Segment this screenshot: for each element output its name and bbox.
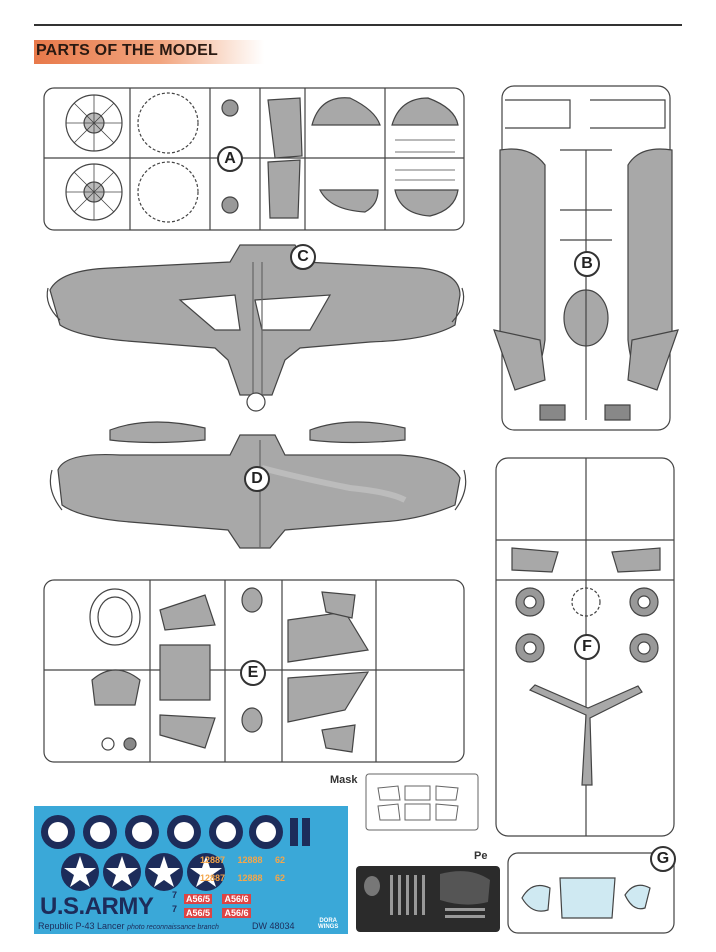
top-rule — [34, 24, 682, 26]
sprue-d-label: D — [244, 466, 270, 492]
decal-army-text: U.S.ARMY — [40, 893, 154, 920]
sprue-g — [507, 852, 675, 934]
pe-fret — [356, 866, 500, 932]
sprue-e — [43, 579, 465, 763]
decal-product-code: DW 48034 — [252, 921, 295, 931]
sprue-f-label: F — [574, 634, 600, 660]
decal-orange-codes-2: 12887 12888 62 — [200, 868, 285, 886]
section-title: PARTS OF THE MODEL — [36, 42, 218, 59]
sprue-a — [43, 87, 465, 231]
sprue-e-label: E — [240, 660, 266, 686]
sprue-c-label: C — [290, 244, 316, 270]
decal-serials-1: A56/5 A56/6 — [184, 889, 251, 907]
decal-orange-code: 12888 — [237, 873, 263, 883]
decal-caption-main: Republic P-43 Lancer — [38, 921, 125, 931]
mask-sheet — [365, 773, 479, 831]
sprue-b — [493, 85, 679, 431]
decal-orange-codes: 12887 12888 62 — [200, 850, 285, 868]
decal-orange-code: 12887 — [200, 873, 226, 883]
decal-caption-sub: photo reconnaissance branch — [127, 924, 219, 931]
sprue-c — [46, 244, 465, 412]
brand-line-1: DORA — [319, 918, 337, 924]
sprue-f — [495, 457, 675, 837]
sprue-a-label: A — [217, 146, 243, 172]
decal-caption: Republic P-43 Lancer photo reconnaissanc… — [38, 921, 219, 931]
decal-serial: A56/6 — [222, 908, 251, 918]
decal-orange-code: 62 — [274, 873, 285, 883]
decal-serial: A56/6 — [222, 894, 251, 904]
decal-number: 7 — [172, 890, 178, 900]
sprue-b-label: B — [574, 251, 600, 277]
decal-serial: A56/5 — [184, 894, 213, 904]
sprue-g-label: G — [650, 846, 676, 872]
decal-serials-2: A56/5 A56/6 — [184, 903, 251, 921]
decal-orange-code: 62 — [274, 855, 285, 865]
brand-line-2: WINGS — [318, 924, 339, 930]
decal-brand-logo: DORA WINGS — [318, 918, 338, 930]
section-header-bar — [34, 40, 264, 64]
mask-label: Mask — [330, 774, 358, 786]
pe-label: Pe — [474, 850, 488, 862]
decal-insignia — [41, 815, 310, 891]
decal-number: 7 — [172, 904, 178, 914]
decal-serial: A56/5 — [184, 908, 213, 918]
decal-orange-code: 12887 — [200, 855, 226, 865]
decal-orange-code: 12888 — [237, 855, 263, 865]
